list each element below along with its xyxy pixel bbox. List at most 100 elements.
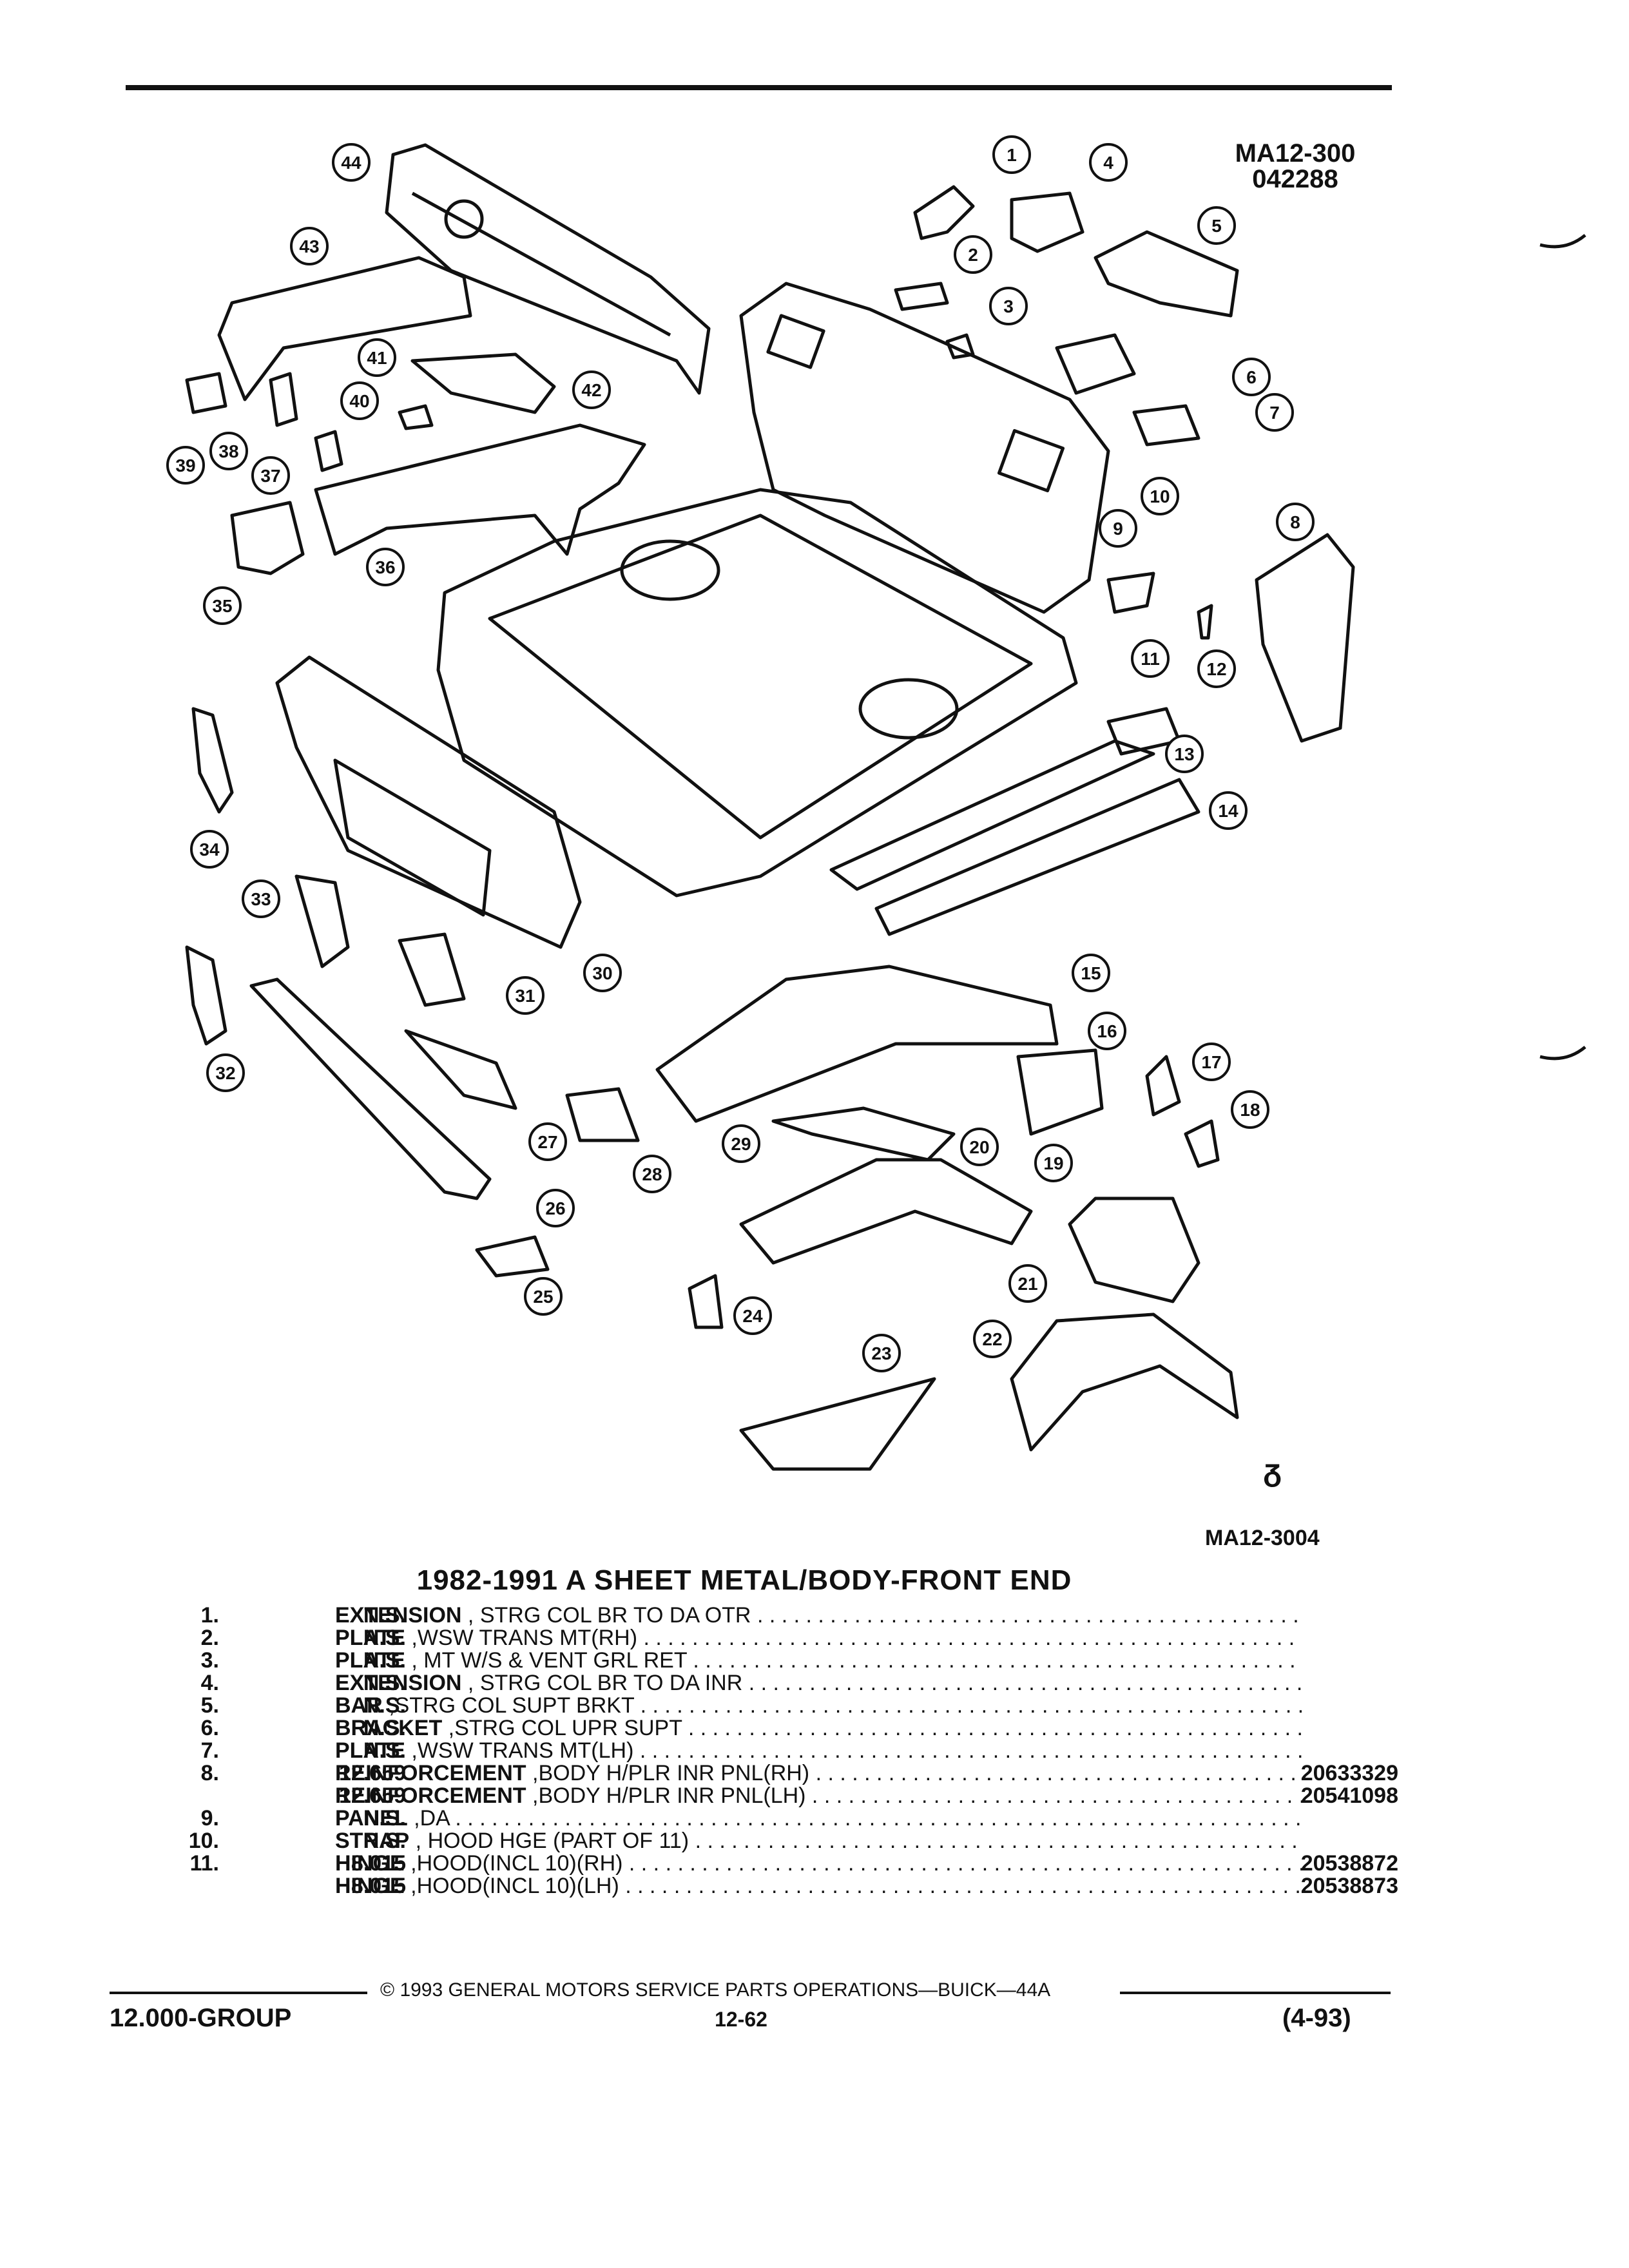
main-front-frame-outline (436, 488, 1078, 898)
part-detail: ,HOOD(INCL 10)(LH) (404, 1874, 619, 1898)
part-10-outline (1106, 572, 1155, 614)
exploded-parts-diagram: 1 2 3 4 5 6 7 8 9 10 11 12 13 14 15 16 1… (166, 135, 1586, 1488)
svg-text:2: 2 (968, 245, 978, 265)
svg-text:34: 34 (199, 840, 220, 860)
part-description: PLATE , MT W/S & VENT GRL RET (335, 1648, 1302, 1673)
footer-rule-left (110, 1992, 367, 1994)
part-25-outline (475, 1235, 550, 1278)
part-item-number: 4. (200, 1671, 219, 1695)
part-description: PANEL ,DA (335, 1806, 1302, 1831)
part-name: BRACKET (335, 1716, 443, 1740)
callout-22: 22 (973, 1320, 1012, 1358)
part-description: EXTENSION , STRG COL BR TO DA OTR (335, 1603, 1302, 1628)
svg-text:37: 37 (260, 466, 280, 486)
part-description: HINGE ,HOOD(INCL 10)(LH) (335, 1874, 1302, 1899)
svg-text:10: 10 (1150, 486, 1170, 506)
callout-2: 2 (954, 235, 992, 274)
callout-38: 38 (209, 432, 248, 470)
svg-text:24: 24 (742, 1306, 763, 1326)
drawing-id-top: MA12-300 042288 (1211, 140, 1379, 192)
part-22-outline (1010, 1312, 1239, 1452)
part-35-outline (230, 501, 305, 575)
callout-32: 32 (206, 1053, 245, 1092)
part-description: REINFORCEMENT ,BODY H/PLR INR PNL(RH) (335, 1761, 1302, 1786)
svg-text:3: 3 (1003, 296, 1014, 316)
svg-text:28: 28 (642, 1164, 662, 1184)
callout-42: 42 (572, 370, 611, 409)
part-number: 20541098 (1300, 1783, 1398, 1808)
svg-text:11: 11 (1141, 649, 1160, 669)
part-detail: , STRG COL BR TO DA OTR (461, 1603, 751, 1628)
parts-list-row: 4.N.S.EXTENSION , STRG COL BR TO DA INR (148, 1671, 1411, 1696)
page-number: 12-62 (715, 2008, 767, 2031)
callout-30: 30 (583, 954, 622, 992)
part-16-outline (1016, 1048, 1104, 1136)
top-rule (126, 85, 1392, 90)
part-description: BRACKET ,STRG COL UPR SUPT (335, 1716, 1302, 1741)
part-detail: ,STRG COL SUPT BRKT (382, 1693, 635, 1718)
svg-text:9: 9 (1113, 519, 1123, 539)
part-name: EXTENSION (335, 1671, 462, 1695)
part-name: BAR (335, 1693, 383, 1718)
part-detail: , HOOD HGE (PART OF 11) (409, 1829, 689, 1853)
part-3-outline (945, 333, 975, 360)
part-26-outline (249, 977, 492, 1200)
callout-16: 16 (1088, 1012, 1126, 1050)
callout-44: 44 (332, 143, 371, 182)
parts-list-row: 7.N.S.PLATE ,WSW TRANS MT(LH) (148, 1738, 1411, 1763)
svg-text:23: 23 (871, 1343, 891, 1363)
part-6-outline (1055, 333, 1136, 395)
part-33-outline (294, 874, 350, 968)
callout-26: 26 (536, 1189, 575, 1227)
part-27-outline (404, 1029, 517, 1110)
callout-10: 10 (1141, 477, 1179, 515)
part-item-number: 5. (200, 1693, 219, 1718)
callout-37: 37 (251, 456, 290, 495)
callout-31: 31 (506, 976, 545, 1015)
part-description: PLATE ,WSW TRANS MT(LH) (335, 1738, 1302, 1763)
part-description: BAR ,STRG COL SUPT BRKT (335, 1693, 1302, 1718)
parts-list-row: 6.N.S.BRACKET ,STRG COL UPR SUPT (148, 1716, 1411, 1741)
callout-3: 3 (989, 287, 1028, 325)
part-32-outline (185, 945, 227, 1046)
copyright-notice: © 1993 GENERAL MOTORS SERVICE PARTS OPER… (380, 1979, 1051, 2001)
svg-text:33: 33 (251, 889, 271, 909)
catalog-title: 1982-1991 A SHEET METAL/BODY-FRONT END (416, 1564, 1072, 1596)
part-detail: ,WSW TRANS MT(LH) (405, 1738, 634, 1763)
svg-text:1: 1 (1007, 145, 1017, 165)
part-detail: ,BODY H/PLR INR PNL(RH) (526, 1761, 810, 1785)
part-43-outline (217, 256, 472, 401)
callout-17: 17 (1192, 1043, 1231, 1081)
revision-date: (4-93) (1282, 2004, 1351, 2032)
part-description: HINGE ,HOOD(INCL 10)(RH) (335, 1851, 1302, 1876)
svg-text:16: 16 (1097, 1021, 1117, 1041)
part-13-outline (829, 739, 1155, 891)
callout-14: 14 (1209, 791, 1248, 830)
svg-text:20: 20 (969, 1137, 989, 1157)
callout-23: 23 (862, 1334, 901, 1372)
part-number: 20538872 (1300, 1851, 1398, 1876)
part-item-number: 11. (189, 1851, 219, 1876)
part-name: PLATE (335, 1738, 405, 1763)
parts-list-row: 9.N.S.PANEL ,DA (148, 1806, 1411, 1831)
part-36-outline (314, 423, 646, 556)
part-description: EXTENSION , STRG COL BR TO DA INR (335, 1671, 1302, 1696)
part-detail: , STRG COL BR TO DA INR (461, 1671, 743, 1695)
svg-text:21: 21 (1017, 1274, 1037, 1294)
part-name: REINFORCEMENT (335, 1783, 526, 1808)
part-name: STRAP (335, 1829, 410, 1853)
callout-29: 29 (722, 1124, 760, 1163)
parts-list-row: 3.N.S.PLATE , MT W/S & VENT GRL RET (148, 1648, 1411, 1673)
part-18-outline (1184, 1119, 1220, 1168)
binder-mark-1 (1539, 234, 1586, 249)
part-14-outline (874, 778, 1200, 936)
callout-34: 34 (190, 830, 229, 869)
group-label: 12.000-GROUP (110, 2004, 292, 2032)
callout-20: 20 (960, 1128, 999, 1166)
callout-11: 11 (1131, 639, 1170, 678)
binder-mark-2 (1539, 1046, 1586, 1061)
svg-text:30: 30 (592, 963, 612, 983)
